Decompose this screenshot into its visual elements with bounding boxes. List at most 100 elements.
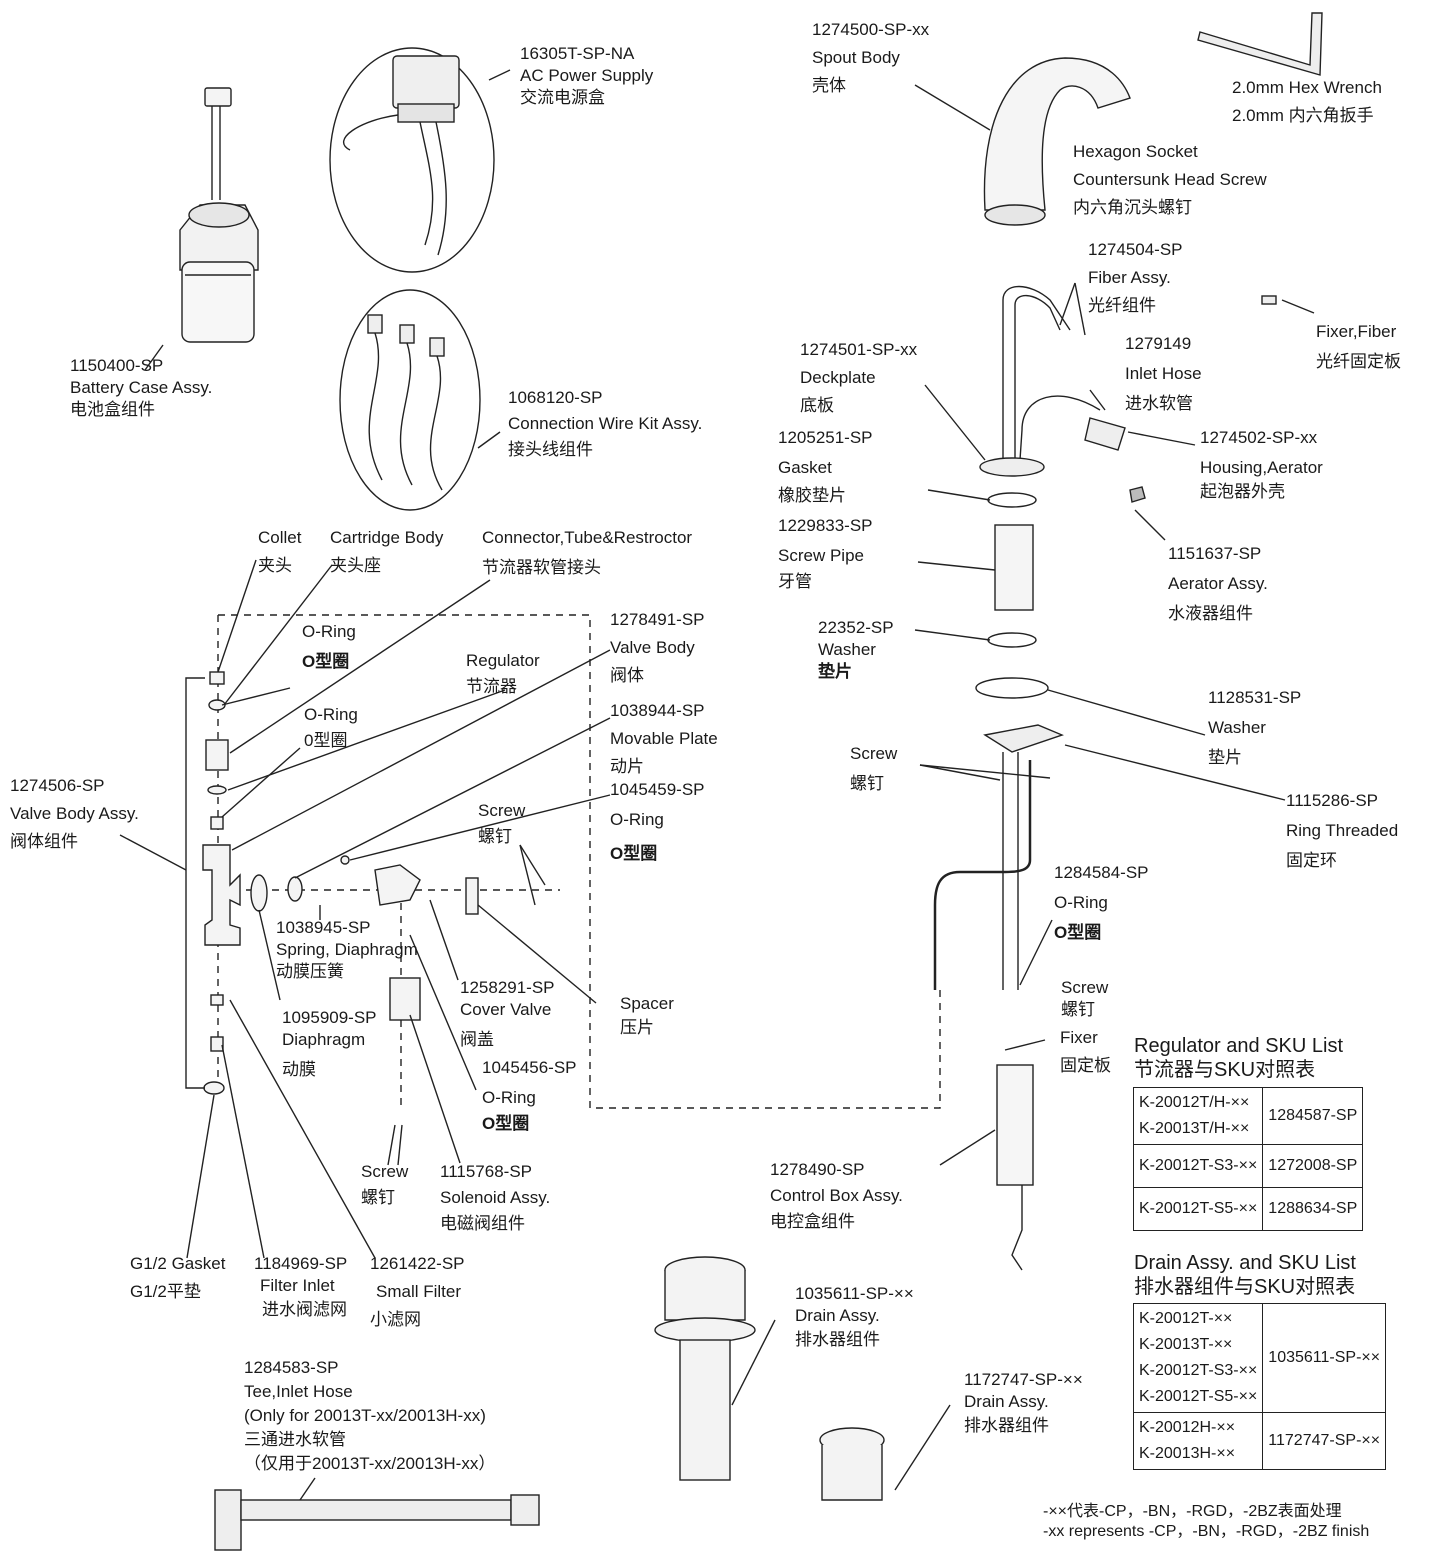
label-connector: Connector,Tube&Restroctor 节流器软管接头 — [482, 524, 692, 582]
ac-power-code: 16305T-SP-NA — [520, 44, 635, 63]
control-box-zh: 电控盒组件 — [770, 1212, 855, 1231]
drain-2-name: Drain Assy. — [964, 1392, 1049, 1411]
oring-4-code: 1045456-SP — [482, 1058, 577, 1077]
spout-body-zh: 壳体 — [812, 76, 846, 95]
valve-body-assy-zh: 阀体组件 — [10, 832, 78, 851]
label-wire-kit: 1068120-SP Connection Wire Kit Assy. 接头线… — [508, 384, 702, 464]
regulator-name: Regulator — [466, 651, 540, 670]
tee-hose-code: 1284583-SP — [244, 1358, 339, 1377]
small-filter-name: Small Filter — [376, 1282, 462, 1301]
solenoid-code: 1115768-SP — [440, 1162, 532, 1181]
hex-wrench-drawing — [1197, 12, 1323, 76]
label-battery-case: 1150400-SP Battery Case Assy. 电池盒组件 — [70, 352, 212, 424]
valve-body-assy-code: 1274506-SP — [10, 776, 105, 795]
aerator-assy-zh: 水液器组件 — [1168, 604, 1253, 623]
ac-power-name: AC Power Supply — [520, 66, 654, 85]
drain-1-name: Drain Assy. — [795, 1306, 880, 1325]
sku-value: K-20012T/H-×× — [1139, 1094, 1250, 1111]
label-drain-2: 1172747-SP-×× Drain Assy. 排水器组件 — [964, 1366, 1083, 1440]
screw-pipe-code: 1229833-SP — [778, 516, 873, 535]
oring-3-zh: O型圈 — [610, 844, 658, 863]
tee-hose-note-zh: （仅用于20013T-xx/20013H-xx） — [244, 1454, 496, 1473]
aerator-assy-code: 1151637-SP — [1168, 544, 1262, 563]
label-washer-2: 1128531-SP Washer 垫片 — [1208, 684, 1301, 772]
label-spring: 1038945-SP Spring, Diaphragm 动膜压簧 — [276, 914, 418, 986]
valve-body-code: 1278491-SP — [610, 610, 705, 629]
label-oring-2: O-Ring 0型圈 — [304, 701, 358, 755]
washer-2-code: 1128531-SP — [1208, 688, 1302, 707]
regulator-sku-table: K-20012T/H-×× K-20013T/H-×× 1284587-SP K… — [1132, 1087, 1364, 1231]
battery-case-code: 1150400-SP — [70, 356, 164, 375]
label-inlet-hose: 1279149 Inlet Hose 进水软管 — [1125, 330, 1202, 418]
table-row: K-20012T-S3-×× 1272008-SP — [1132, 1144, 1364, 1188]
part-cell: 1272008-SP — [1262, 1144, 1364, 1188]
screw-mid-name: Screw — [478, 801, 526, 820]
cartridge-body-zh: 夹头座 — [330, 556, 381, 575]
label-solenoid: 1115768-SP Solenoid Assy. 电磁阀组件 — [440, 1158, 550, 1238]
fiber-assy-zh: 光纤组件 — [1088, 296, 1156, 315]
g12-gasket-zh: G1/2平垫 — [130, 1282, 201, 1301]
movable-plate-zh: 动片 — [610, 757, 644, 776]
filter-inlet-code: 1184969-SP — [254, 1254, 348, 1273]
label-screw-pipe: 1229833-SP Screw Pipe 牙管 — [778, 512, 873, 596]
label-control-box: 1278490-SP Control Box Assy. 电控盒组件 — [770, 1156, 903, 1236]
cover-valve-zh: 阀盖 — [460, 1030, 494, 1049]
regulator-table-title: Regulator and SKU List — [1134, 1035, 1344, 1057]
sku-cell: K-20012T-S3-×× — [1132, 1144, 1264, 1188]
solenoid-zh: 电磁阀组件 — [440, 1214, 525, 1233]
part-cell: 1172747-SP-×× — [1262, 1412, 1387, 1470]
screw-mid-zh: 螺钉 — [478, 827, 512, 846]
hex-screw-zh: 内六角沉头螺钉 — [1073, 198, 1192, 217]
screw-low-zh: 螺钉 — [361, 1188, 395, 1207]
label-ring-threaded: 1115286-SP Ring Threaded 固定环 — [1286, 787, 1398, 875]
screw-right-2-name: Screw — [1061, 978, 1109, 997]
drain-table-caption: Drain Assy. and SKU List 排水器组件与SKU对照表 — [1134, 1251, 1356, 1299]
label-regulator: Regulator 节流器 — [466, 647, 540, 701]
label-oring-4: 1045456-SP O-Ring O型圈 — [482, 1054, 577, 1138]
screw-pipe-zh: 牙管 — [778, 572, 812, 591]
ac-power-drawing — [329, 47, 511, 273]
label-screw-mid: Screw 螺钉 — [478, 797, 525, 851]
inlet-hose-code: 1279149 — [1125, 334, 1192, 353]
aerator-assy-name: Aerator Assy. — [1168, 574, 1268, 593]
label-valve-body-assy: 1274506-SP Valve Body Assy. 阀体组件 — [10, 772, 139, 856]
sku-value: K-20012H-×× — [1139, 1419, 1236, 1436]
faucet-assembly-drawing — [933, 285, 1277, 1271]
label-oring-1: O-Ring O型圈 — [302, 618, 356, 676]
drain-table-title: Drain Assy. and SKU List — [1134, 1252, 1356, 1274]
label-screw-right: Screw 螺钉 — [850, 740, 897, 798]
ring-threaded-name: Ring Threaded — [1286, 821, 1399, 840]
label-deckplate: 1274501-SP-xx Deckplate 底板 — [800, 336, 917, 420]
gasket-name: Gasket — [778, 458, 832, 477]
washer-2-zh: 垫片 — [1208, 748, 1242, 767]
movable-plate-name: Movable Plate — [610, 729, 718, 748]
valve-body-assy-name: Valve Body Assy. — [10, 804, 139, 823]
label-housing-aerator: 1274502-SP-xx Housing,Aerator 起泡器外壳 — [1200, 424, 1323, 506]
table-row: K-20012H-×× K-20013H-×× 1172747-SP-×× — [1132, 1412, 1387, 1470]
fixer-fiber-name: Fixer,Fiber — [1316, 322, 1397, 341]
drain-2-code: 1172747-SP-×× — [964, 1370, 1083, 1389]
label-screw-right-2: Screw 螺钉 — [1061, 974, 1108, 1024]
screw-pipe-name: Screw Pipe — [778, 546, 864, 565]
ring-threaded-zh: 固定环 — [1286, 851, 1337, 870]
drain-1-drawing — [654, 1256, 776, 1481]
oring-right-name: O-Ring — [1054, 893, 1108, 912]
valve-body-zh: 阀体 — [610, 666, 644, 685]
spacer-zh: 压片 — [620, 1018, 654, 1037]
label-tee-hose: 1284583-SP Tee,Inlet Hose (Only for 2001… — [244, 1356, 495, 1476]
label-valve-body: 1278491-SP Valve Body 阀体 — [610, 606, 705, 690]
oring-2-zh: 0型圈 — [304, 731, 348, 750]
fixer-name: Fixer — [1060, 1028, 1098, 1047]
connector-zh: 节流器软管接头 — [482, 558, 601, 577]
tee-hose-note: (Only for 20013T-xx/20013H-xx) — [244, 1406, 486, 1425]
label-aerator-assy: 1151637-SP Aerator Assy. 水液器组件 — [1168, 540, 1268, 628]
battery-case-zh: 电池盒组件 — [70, 400, 155, 419]
label-fixer: Fixer 固定板 — [1060, 1024, 1111, 1080]
hex-wrench-zh: 2.0mm 内六角扳手 — [1232, 106, 1374, 125]
label-g12-gasket: G1/2 Gasket G1/2平垫 — [130, 1250, 225, 1306]
gasket-zh: 橡胶垫片 — [778, 486, 846, 505]
label-gasket: 1205251-SP Gasket 橡胶垫片 — [778, 424, 873, 510]
regulator-table-caption: Regulator and SKU List 节流器与SKU对照表 — [1134, 1034, 1343, 1082]
inlet-hose-name: Inlet Hose — [1125, 364, 1202, 383]
